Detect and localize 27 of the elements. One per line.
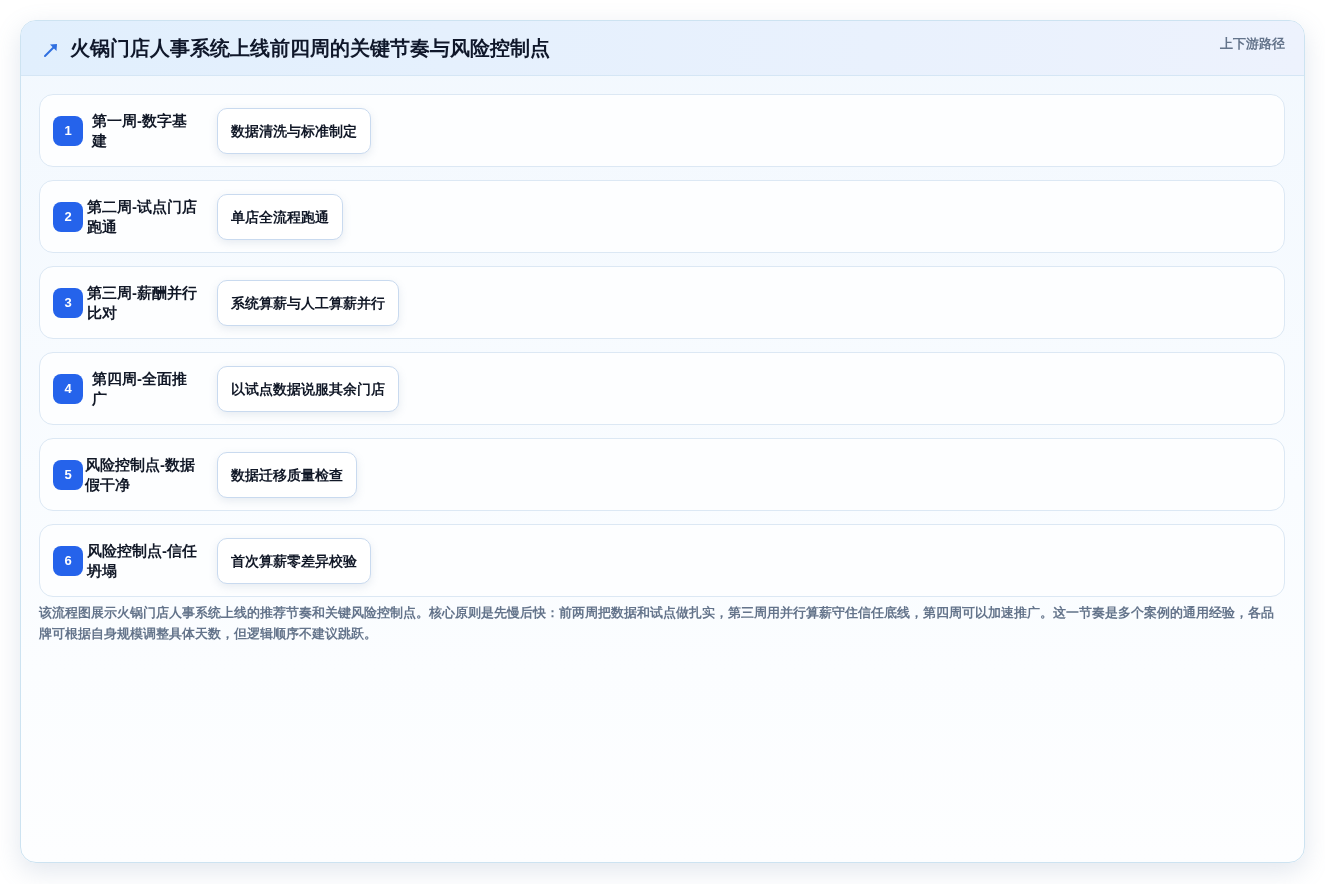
- step-label: 第二周-试点门店跑通: [87, 197, 198, 237]
- number-badge: 3: [53, 288, 83, 318]
- row-card: [39, 266, 1285, 339]
- number-badge: 1: [53, 116, 83, 146]
- task-chip: 系统算薪与人工算薪并行: [217, 280, 399, 326]
- step-label: 第四周-全面推广: [92, 369, 188, 409]
- step-label: 第一周-数字基建: [92, 111, 188, 151]
- title: 火锅门店人事系统上线前四周的关键节奏与风险控制点: [70, 36, 550, 61]
- task-chip: 数据迁移质量检查: [217, 452, 357, 498]
- task-chip: 数据清洗与标准制定: [217, 108, 371, 154]
- row-card: [39, 180, 1285, 253]
- row-card: [39, 524, 1285, 597]
- step-label: 第三周-薪酬并行比对: [87, 283, 198, 323]
- number-badge: 5: [53, 460, 83, 490]
- header-label: 上下游路径: [1220, 36, 1285, 52]
- task-chip: 单店全流程跑通: [217, 194, 343, 240]
- step-label: 风险控制点-信任坍塌: [87, 541, 198, 581]
- number-badge: 2: [53, 202, 83, 232]
- row-card: [39, 352, 1285, 425]
- task-chip: 首次算薪零差异校验: [217, 538, 371, 584]
- row-card: [39, 94, 1285, 167]
- number-badge: 6: [53, 546, 83, 576]
- step-label: 风险控制点-数据假干净: [85, 455, 196, 495]
- row-card: [39, 438, 1285, 511]
- number-badge: 4: [53, 374, 83, 404]
- caption: 该流程图展示火锅门店人事系统上线的推荐节奏和关键风险控制点。核心原则是先慢后快：前两周把数据和试点做扎实，第三周用并行算薪守住信任底线，第四周可以加速推广。这一节奏是多个案例的通用经验，各品牌可根据自身规模调整具体天数，但逻辑顺序不建议跳跃。: [39, 604, 1275, 643]
- task-chip: 以试点数据说服其余门店: [217, 366, 399, 412]
